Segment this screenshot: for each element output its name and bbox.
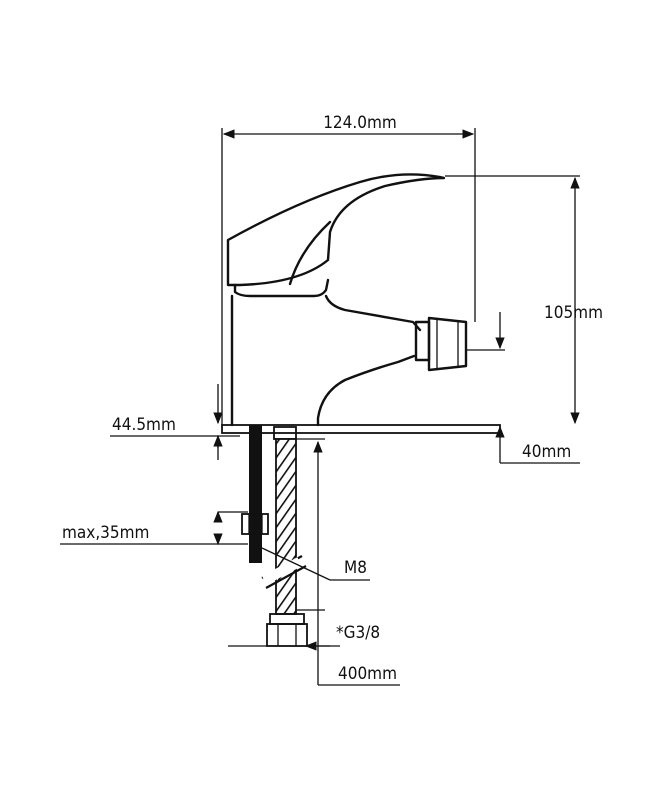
callout-thread-label: M8 [344, 558, 367, 578]
dim-width: 124.0mm [221, 113, 476, 425]
dim-height-label: 105mm [544, 303, 603, 323]
mounting-hardware [241, 425, 308, 647]
dim-width-label: 124.0mm [323, 113, 397, 133]
dim-spout-label: 40mm [522, 442, 571, 462]
callout-connection: *G3/8 [228, 623, 380, 651]
dim-max-label: max,35mm [62, 523, 149, 543]
callout-connection-label: *G3/8 [336, 623, 380, 643]
dim-deck-label: 44.5mm [112, 415, 176, 435]
dim-hose: 400mm [296, 438, 400, 686]
dim-deck: 44.5mm [110, 384, 240, 460]
dim-spout: 40mm [466, 312, 580, 464]
dim-height: 105mm [445, 175, 603, 425]
faucet-body [221, 173, 501, 434]
dim-max: max,35mm [60, 510, 248, 546]
dim-hose-label: 400mm [338, 664, 397, 684]
callout-thread: M8 [261, 547, 370, 581]
